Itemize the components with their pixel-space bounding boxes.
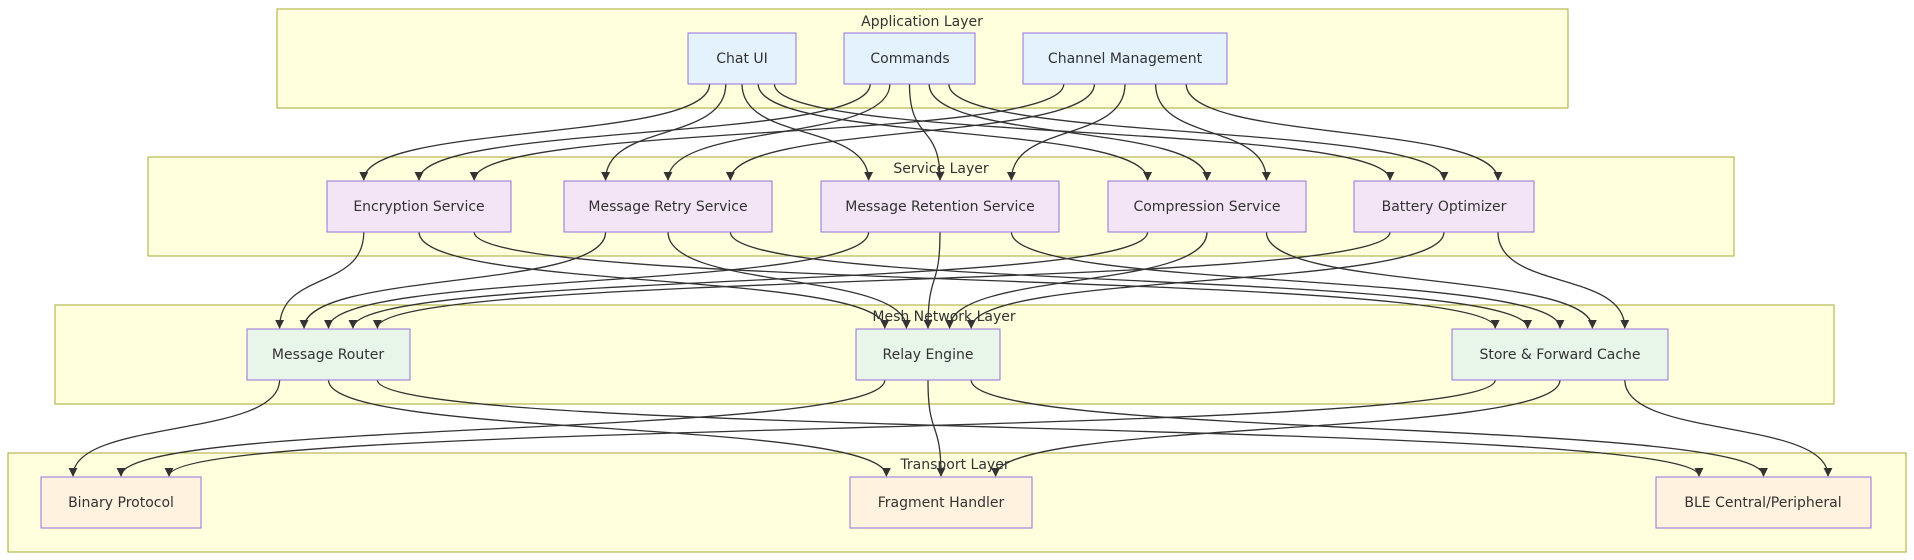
edge-channel-management-to-compression-service: [1154, 83, 1271, 181]
relay-engine-node[interactable]: Relay Engine: [855, 328, 1001, 381]
fragment-handler-label: Fragment Handler: [878, 495, 1005, 511]
fragment-handler-node[interactable]: Fragment Handler: [849, 476, 1033, 529]
relay-engine-label: Relay Engine: [883, 347, 974, 363]
chat-ui-node[interactable]: Chat UI: [687, 32, 797, 85]
binary-protocol-node[interactable]: Binary Protocol: [40, 476, 202, 529]
message-retry-service-node[interactable]: Message Retry Service: [563, 180, 773, 233]
encryption-service-node[interactable]: Encryption Service: [326, 180, 512, 233]
encryption-service-label: Encryption Service: [353, 199, 484, 215]
edge-message-retry-service-to-relay-engine: [667, 231, 911, 329]
commands-node[interactable]: Commands: [843, 32, 976, 85]
message-router-label: Message Router: [272, 347, 384, 363]
chat-ui-label: Chat UI: [716, 51, 768, 67]
edge-commands-to-encryption-service: [414, 83, 871, 181]
edge-commands-to-battery-optimizer: [948, 83, 1449, 181]
edge-relay-engine-to-fragment-handler: [927, 379, 946, 477]
message-retention-service-node[interactable]: Message Retention Service: [820, 180, 1060, 233]
edge-channel-management-to-encryption-service: [469, 83, 1065, 181]
battery-optimizer-node[interactable]: Battery Optimizer: [1353, 180, 1535, 233]
compression-service-label: Compression Service: [1133, 199, 1280, 215]
transport-layer-title: Transport Layer: [899, 457, 1009, 473]
edge-message-router-to-fragment-handler: [327, 379, 891, 477]
edge-battery-optimizer-to-relay-engine: [966, 231, 1445, 329]
edge-encryption-service-to-relay-engine: [418, 231, 890, 329]
store-forward-cache-node[interactable]: Store & Forward Cache: [1451, 328, 1669, 381]
edge-store-forward-cache-to-ble-central-peripheral: [1624, 379, 1833, 477]
service-layer-title: Service Layer: [893, 161, 988, 177]
edge-relay-engine-to-binary-protocol: [116, 379, 886, 477]
message-retention-service-label: Message Retention Service: [845, 199, 1035, 215]
edge-message-retry-service-to-message-router: [299, 231, 607, 329]
channel-management-node[interactable]: Channel Management: [1022, 32, 1228, 85]
edge-store-forward-cache-to-fragment-handler: [991, 379, 1561, 477]
edge-channel-management-to-battery-optimizer: [1185, 83, 1503, 181]
edge-channel-management-to-message-retention-service: [1006, 83, 1126, 181]
store-forward-cache-label: Store & Forward Cache: [1479, 347, 1640, 363]
edge-message-retention-service-to-relay-engine: [923, 231, 941, 329]
edge-chat-ui-to-encryption-service: [359, 83, 711, 181]
message-retry-service-label: Message Retry Service: [588, 199, 747, 215]
edge-message-router-to-binary-protocol: [68, 379, 281, 477]
edge-compression-service-to-relay-engine: [945, 231, 1208, 329]
edge-message-router-to-ble-central-peripheral: [376, 379, 1704, 477]
edge-battery-optimizer-to-store-forward-cache: [1497, 231, 1630, 329]
message-router-node[interactable]: Message Router: [246, 328, 411, 381]
edge-compression-service-to-store-forward-cache: [1265, 231, 1597, 329]
edge-message-retry-service-to-store-forward-cache: [729, 231, 1533, 329]
edge-chat-ui-to-message-retry-service: [601, 83, 727, 181]
edge-group: [68, 83, 1833, 477]
commands-label: Commands: [870, 51, 949, 67]
battery-optimizer-label: Battery Optimizer: [1382, 199, 1507, 215]
ble-central-peripheral-label: BLE Central/Peripheral: [1684, 495, 1841, 511]
edge-battery-optimizer-to-message-router: [372, 231, 1391, 329]
ble-central-peripheral-node[interactable]: BLE Central/Peripheral: [1655, 476, 1872, 529]
edge-encryption-service-to-store-forward-cache: [473, 231, 1500, 329]
edge-channel-management-to-message-retry-service: [725, 83, 1096, 181]
edge-message-retention-service-to-store-forward-cache: [1010, 231, 1565, 329]
edge-chat-ui-to-compression-service: [757, 83, 1153, 181]
edge-chat-ui-to-message-retention-service: [741, 83, 874, 181]
edge-encryption-service-to-message-router: [275, 231, 365, 329]
edge-store-forward-cache-to-binary-protocol: [164, 379, 1496, 477]
channel-management-label: Channel Management: [1048, 51, 1203, 67]
edge-commands-to-message-retention-service: [908, 83, 945, 181]
edge-message-retention-service-to-message-router: [324, 231, 870, 329]
mesh-network-layer-title: Mesh Network Layer: [872, 309, 1015, 325]
edge-chat-ui-to-battery-optimizer: [773, 83, 1395, 181]
compression-service-node[interactable]: Compression Service: [1107, 180, 1307, 233]
application-layer-title: Application Layer: [861, 14, 983, 30]
binary-protocol-label: Binary Protocol: [68, 495, 174, 511]
edge-compression-service-to-message-router: [348, 231, 1149, 329]
edge-relay-engine-to-ble-central-peripheral: [970, 379, 1768, 477]
